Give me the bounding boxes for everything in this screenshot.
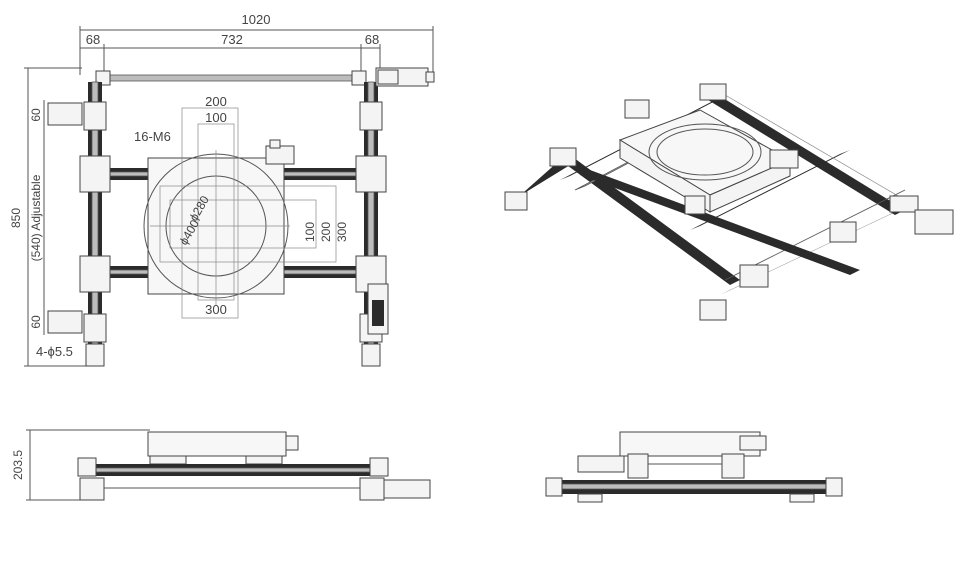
dim-mount-holes: 4-ϕ5.5: [36, 344, 73, 359]
dim-left-offset: 68: [86, 32, 100, 47]
dim-thread-callout: 16-M6: [134, 129, 171, 144]
dim-side-height: 203.5: [11, 450, 25, 480]
dim-v-100: 100: [303, 222, 317, 242]
side-view-left: 203.5: [11, 429, 431, 501]
dim-overall-height: 850: [9, 208, 23, 228]
dim-right-offset: 68: [365, 32, 379, 47]
isometric-view: [504, 83, 954, 321]
side-view-right: [545, 431, 843, 503]
dim-center-span: 732: [221, 32, 243, 47]
dim-v-200: 200: [319, 222, 333, 242]
dim-stage-100: 100: [205, 110, 227, 125]
dim-v-300: 300: [335, 222, 349, 242]
dim-edge-60-top: 60: [29, 108, 43, 122]
dim-stage-300: 300: [205, 302, 227, 317]
dim-adjustable: (540) Adjustable: [29, 174, 43, 261]
top-view: 1020 68 732 68 850 (540) Adjustable 60 6…: [9, 12, 435, 367]
dim-overall-width: 1020: [242, 12, 271, 27]
dim-stage-200: 200: [205, 94, 227, 109]
dim-edge-60-bottom: 60: [29, 315, 43, 329]
